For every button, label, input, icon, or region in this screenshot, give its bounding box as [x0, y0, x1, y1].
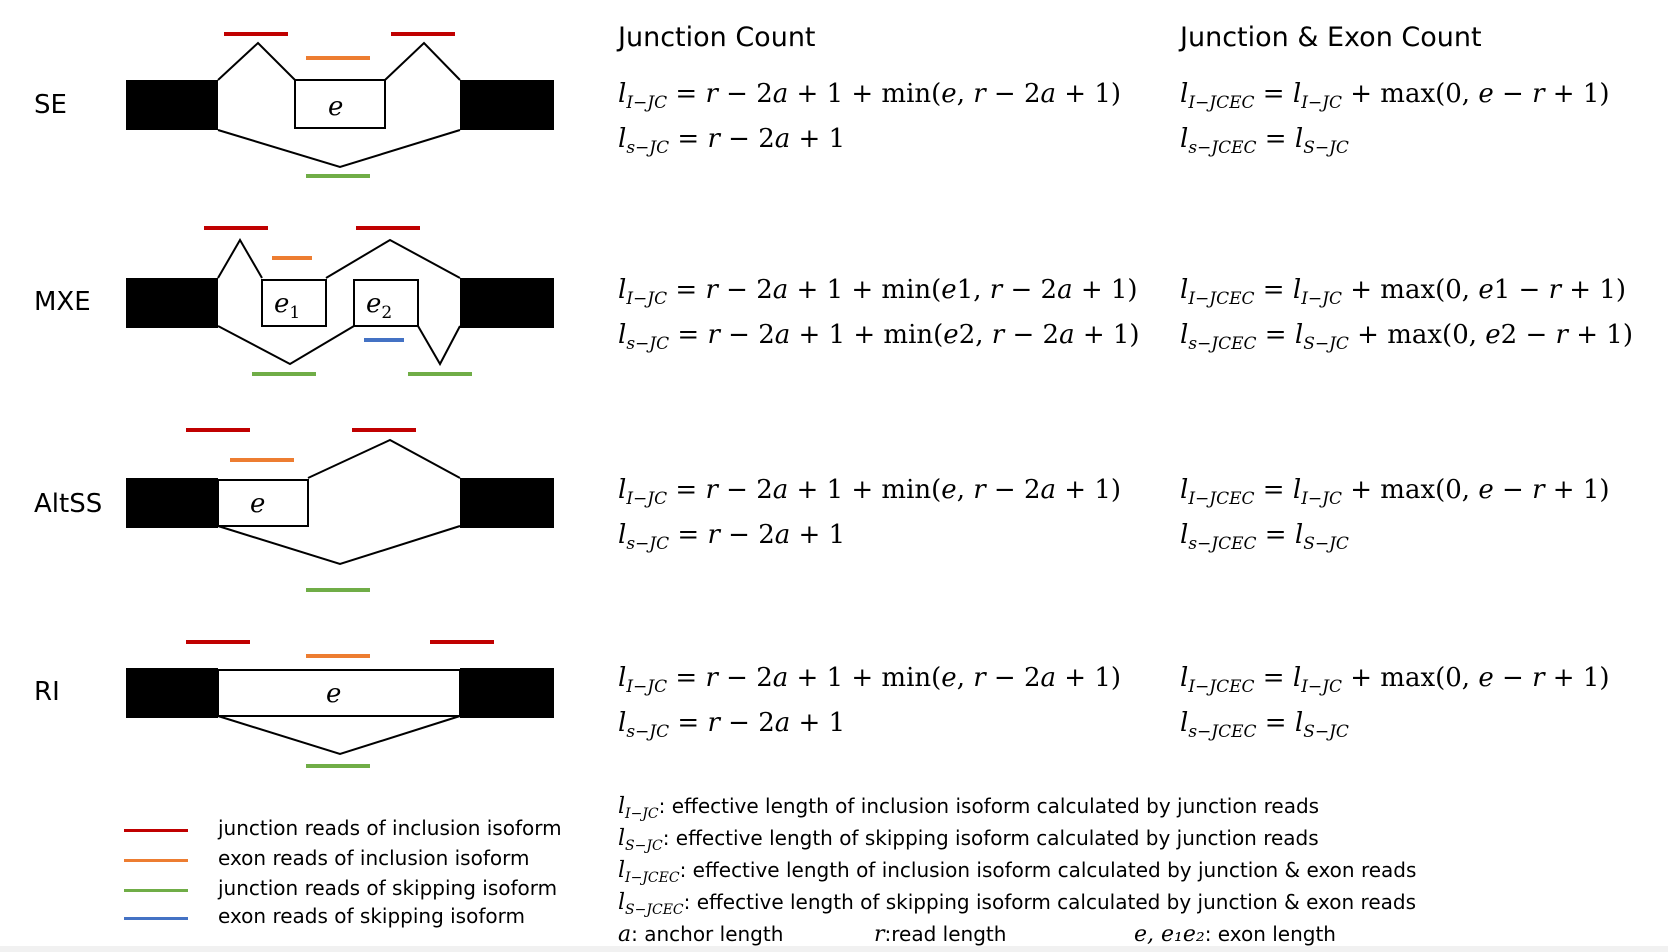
event-label-altss: AltSS — [34, 489, 102, 519]
definition-anchor: a: anchor length — [618, 922, 784, 947]
definition-l-i-jc: lI−JC: effective length of inclusion iso… — [618, 794, 1320, 822]
downstream-exon — [460, 278, 554, 328]
legend-label: exon reads of inclusion isoform — [218, 846, 530, 870]
column-heading-junction-count: Junction Count — [618, 22, 816, 53]
formula-ri-jc: lI−JC = r − 2a + 1 + min(e, r − 2a + 1) l… — [618, 660, 1121, 750]
formula-altss-jc: lI−JC = r − 2a + 1 + min(e, r − 2a + 1) l… — [618, 472, 1121, 562]
legend-swatch-skipping-exon — [124, 917, 188, 920]
event-label-se: SE — [34, 90, 67, 120]
skipping-junction-arc — [217, 129, 461, 169]
mxe-diagram: MXE e1 e2 — [34, 226, 554, 376]
formula-line: lI−JCEC = lI−JC + max(0, e1 − r + 1) — [1180, 275, 1627, 309]
formula-line: ls−JC = r − 2a + 1 — [618, 708, 846, 742]
downstream-exon — [460, 478, 554, 528]
definition-l-i-jcec: lI−JCEC: effective length of inclusion i… — [618, 858, 1417, 886]
skipping-junction-arc — [217, 325, 355, 366]
formula-line: ls−JC = r − 2a + 1 — [618, 124, 846, 158]
formula-line: ls−JCEC = lS−JC — [1180, 520, 1349, 554]
formula-line: lI−JC = r − 2a + 1 + min(e, r − 2a + 1) — [618, 79, 1122, 113]
formula-line: ls−JCEC = lS−JC — [1180, 708, 1349, 742]
legend-label: junction reads of skipping isoform — [218, 876, 558, 900]
column-heading-junction-exon-count: Junction & Exon Count — [1180, 22, 1482, 53]
exon-label-e: e — [328, 92, 343, 122]
formula-line: lI−JC = r − 2a + 1 + min(e, r − 2a + 1) — [618, 475, 1122, 509]
legend-label: junction reads of inclusion isoform — [218, 816, 562, 840]
retained-intron-box — [217, 669, 461, 717]
inclusion-junction-arc — [325, 238, 461, 279]
formula-line: lI−JCEC = lI−JC + max(0, e − r + 1) — [1180, 663, 1610, 697]
formula-line: ls−JC = r − 2a + 1 + min(e2, r − 2a + 1) — [618, 320, 1140, 354]
ri-diagram: RI e — [34, 640, 554, 768]
upstream-exon — [126, 478, 218, 528]
skipped-exon-box — [294, 79, 386, 129]
legend-swatch-skipping-junction — [124, 889, 188, 892]
formula-se-jcec: lI−JCEC = lI−JC + max(0, e − r + 1) ls−JC… — [1180, 76, 1610, 166]
bottom-divider — [0, 946, 1668, 952]
exon-label-e: e — [250, 489, 265, 519]
exon-e1-box — [261, 279, 327, 327]
event-label-ri: RI — [34, 677, 60, 707]
formula-line: ls−JCEC = lS−JC — [1180, 124, 1349, 158]
inclusion-junction-arc — [307, 438, 461, 479]
formula-line: ls−JC = r − 2a + 1 — [618, 520, 846, 554]
formula-se-jc: lI−JC = r − 2a + 1 + min(e, r − 2a + 1) l… — [618, 76, 1121, 166]
skipping-junction-arc — [217, 715, 461, 756]
exon-label-e2: e2 — [366, 289, 392, 323]
formula-line: lI−JCEC = lI−JC + max(0, e − r + 1) — [1180, 79, 1610, 113]
legend-swatch-inclusion-exon — [124, 859, 188, 862]
legend-label: exon reads of skipping isoform — [218, 904, 525, 928]
alt-exon-box — [217, 479, 309, 527]
altss-diagram: AltSS e — [34, 428, 554, 592]
event-label-mxe: MXE — [34, 287, 91, 317]
definition-read-length: r:read length — [874, 922, 1007, 947]
definition-l-s-jcec: lS−JCEC: effective length of skipping is… — [618, 890, 1416, 918]
formula-line: lI−JCEC = lI−JC + max(0, e − r + 1) — [1180, 475, 1610, 509]
legend-swatch-inclusion-junction — [124, 829, 188, 832]
upstream-exon — [126, 668, 218, 718]
inclusion-junction-arc — [217, 41, 296, 81]
skipping-junction-arc — [417, 325, 461, 367]
formula-mxe-jcec: lI−JCEC = lI−JC + max(0, e1 − r + 1) ls−J… — [1180, 272, 1633, 362]
exon-label-e1: e1 — [274, 289, 300, 323]
formula-line: lI−JC = r − 2a + 1 + min(e, r − 2a + 1) — [618, 663, 1122, 697]
formula-line: ls−JCEC = lS−JC + max(0, e2 − r + 1) — [1180, 320, 1633, 354]
formula-altss-jcec: lI−JCEC = lI−JC + max(0, e − r + 1) ls−JC… — [1180, 472, 1610, 562]
skipping-junction-arc — [217, 525, 461, 566]
inclusion-junction-arc — [384, 41, 461, 81]
downstream-exon — [460, 80, 554, 130]
inclusion-junction-arc — [217, 238, 263, 279]
definition-l-s-jc: lS−JC: effective length of skipping isof… — [618, 826, 1319, 854]
formula-line: lI−JC = r − 2a + 1 + min(e1, r − 2a + 1) — [618, 275, 1138, 309]
upstream-exon — [126, 80, 218, 130]
formula-mxe-jc: lI−JC = r − 2a + 1 + min(e1, r − 2a + 1)… — [618, 272, 1140, 362]
downstream-exon — [460, 668, 554, 718]
upstream-exon — [126, 278, 218, 328]
formula-ri-jcec: lI−JCEC = lI−JC + max(0, e − r + 1) ls−JC… — [1180, 660, 1610, 750]
exon-e2-box — [353, 279, 419, 327]
se-diagram: SE e — [34, 32, 554, 178]
definition-exon-length: e, e₁e₂: exon length — [1134, 922, 1336, 947]
exon-label-e: e — [326, 679, 341, 709]
